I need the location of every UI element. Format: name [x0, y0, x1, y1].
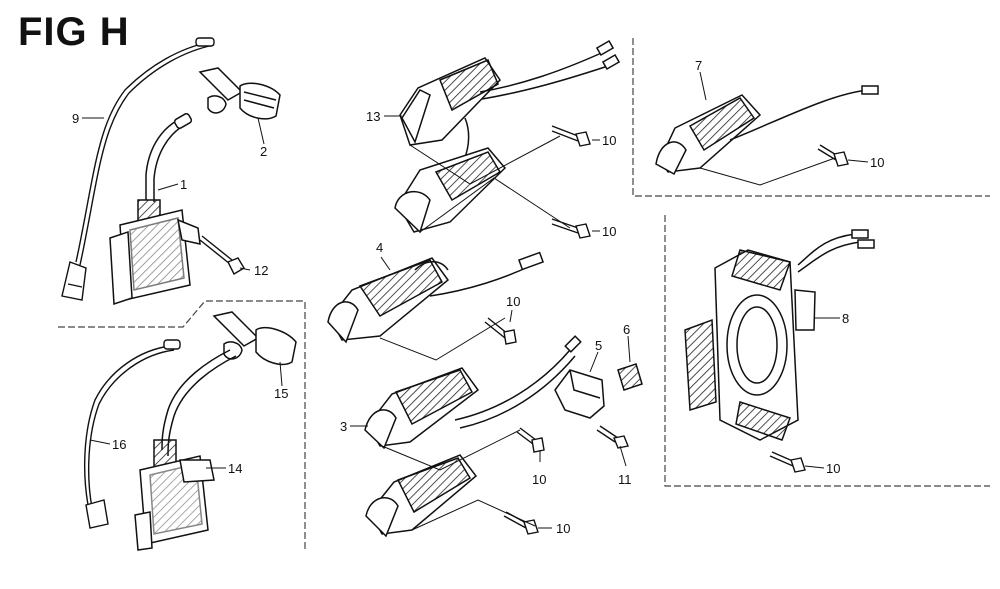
- callout-13: 13: [366, 109, 380, 124]
- part-6-grommet: [617, 363, 643, 391]
- bolt-10-a: [551, 125, 591, 147]
- bolt-10-c: [484, 317, 517, 345]
- part-2-plug-cap: [198, 67, 281, 120]
- section-dividers: [58, 38, 990, 552]
- bolt-10-g: [769, 451, 806, 473]
- callouts: 9 2 1 12 13 10 10 4 10 3 10 10 5 6 11 7 …: [72, 58, 884, 536]
- callout-1: 1: [180, 177, 187, 192]
- part-15-plug-cap: [212, 311, 297, 366]
- part-8-stator: [684, 229, 875, 441]
- figure-title: FIG H: [18, 10, 130, 54]
- callout-8: 8: [842, 311, 849, 326]
- callout-10-c: 10: [506, 294, 520, 309]
- callout-11: 11: [618, 472, 632, 487]
- callout-16: 16: [112, 437, 126, 452]
- callout-10-g: 10: [826, 461, 840, 476]
- callout-12: 12: [254, 263, 268, 278]
- part-5-bracket: [554, 369, 605, 419]
- leader-lines: [82, 71, 869, 531]
- bolt-10-e: [503, 511, 539, 535]
- callout-10-a: 10: [602, 133, 616, 148]
- callout-15: 15: [274, 386, 288, 401]
- callout-2: 2: [260, 144, 267, 159]
- part-10-coil-b: [365, 454, 478, 538]
- callout-9: 9: [72, 111, 79, 126]
- part-4-coil: [327, 251, 545, 344]
- callout-7: 7: [695, 58, 702, 73]
- bolt-11: [596, 425, 629, 449]
- part-10-coil-a: [394, 147, 507, 234]
- callout-3: 3: [340, 419, 347, 434]
- part-13-charge-coil: [399, 40, 621, 161]
- callout-4: 4: [376, 240, 383, 255]
- part-9-plug-wire: [61, 37, 215, 301]
- part-14-ignition-coil: [134, 349, 237, 551]
- part-16-plug-wire: [83, 339, 181, 529]
- bolt-12: [199, 235, 245, 275]
- bolts: [199, 125, 849, 535]
- bolt-10-f: [817, 144, 849, 167]
- part-3-coil: [364, 335, 582, 450]
- callout-10-e: 10: [556, 521, 570, 536]
- callout-10-d: 10: [532, 472, 546, 487]
- bolt-10-b: [551, 218, 591, 239]
- part-7-coil: [655, 85, 879, 176]
- bolt-10-d: [516, 427, 545, 453]
- callout-6: 6: [623, 322, 630, 337]
- callout-10-f: 10: [870, 155, 884, 170]
- callout-10-b: 10: [602, 224, 616, 239]
- callout-14: 14: [228, 461, 242, 476]
- part-1-ignition-coil: [109, 113, 201, 306]
- callout-5: 5: [595, 338, 602, 353]
